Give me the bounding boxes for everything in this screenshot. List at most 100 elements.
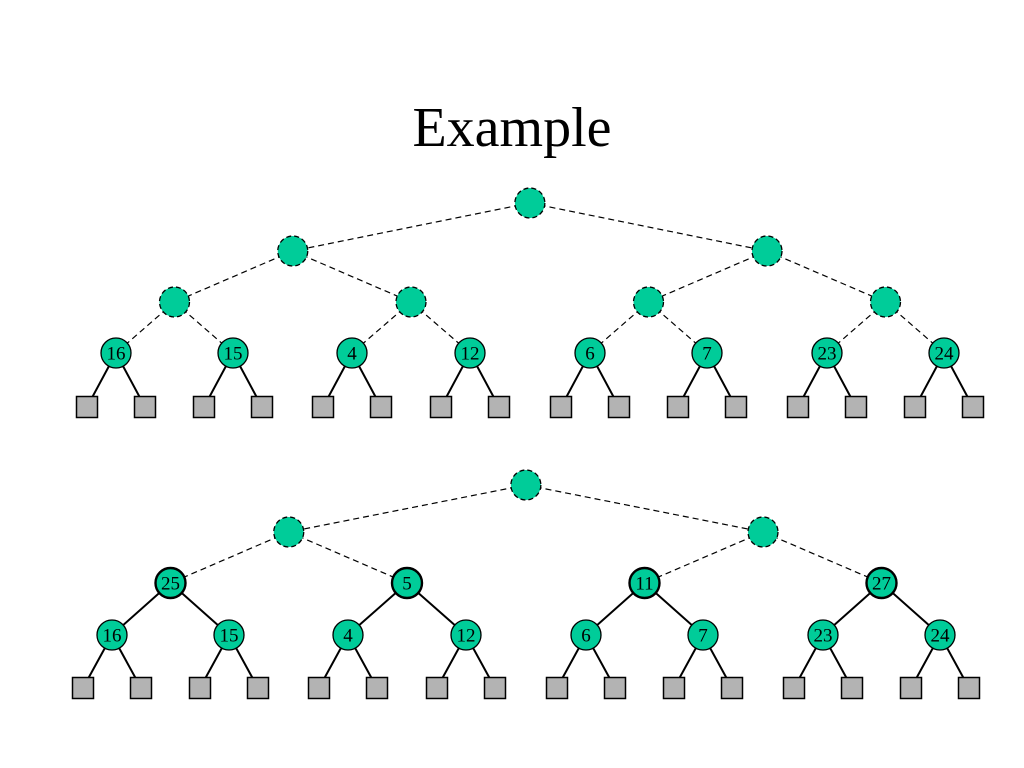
node-label: 12 bbox=[457, 626, 476, 647]
node-label: 16 bbox=[103, 626, 122, 647]
leaf-square bbox=[899, 676, 923, 700]
node-label: 11 bbox=[635, 574, 653, 595]
node-circle bbox=[751, 235, 783, 267]
tree-node: 11 bbox=[628, 566, 661, 600]
tree-node: 12 bbox=[454, 337, 486, 369]
node-circle bbox=[96, 619, 128, 651]
tree-node: 15 bbox=[217, 337, 249, 369]
leaf-square bbox=[192, 395, 216, 419]
leaf-square bbox=[487, 395, 511, 419]
tree-node: 23 bbox=[807, 619, 839, 651]
tree-node bbox=[510, 469, 542, 501]
node-circle bbox=[450, 619, 482, 651]
tree-node bbox=[395, 286, 427, 318]
node-circle bbox=[628, 566, 661, 600]
node-circle bbox=[691, 337, 723, 369]
tree-edge bbox=[644, 531, 764, 584]
node-circle bbox=[158, 286, 191, 318]
node-circle bbox=[154, 566, 187, 600]
node-circle bbox=[514, 187, 546, 219]
tree-node: 4 bbox=[336, 337, 368, 369]
node-label: 27 bbox=[872, 574, 891, 595]
node-circle bbox=[632, 286, 665, 318]
tree-node bbox=[747, 516, 779, 548]
tree-node: 24 bbox=[924, 619, 956, 651]
tree-node: 6 bbox=[574, 337, 606, 369]
leaf-square bbox=[786, 395, 810, 419]
tree-edge bbox=[170, 531, 289, 584]
node-circle bbox=[928, 337, 960, 369]
node-circle bbox=[217, 337, 249, 369]
leaf-square bbox=[75, 395, 99, 419]
node-label: 4 bbox=[343, 626, 353, 647]
tree-node bbox=[751, 235, 783, 267]
leaf-square bbox=[429, 395, 453, 419]
node-circle bbox=[574, 337, 606, 369]
leaf-square bbox=[71, 676, 95, 700]
tree-edge bbox=[525, 484, 764, 533]
leaf-square bbox=[903, 395, 927, 419]
tree-edge bbox=[766, 250, 886, 303]
node-circle bbox=[687, 619, 719, 651]
tree-edge bbox=[648, 250, 768, 303]
tree-node: 4 bbox=[332, 619, 364, 651]
page-title: Example bbox=[412, 97, 612, 159]
leaf-square bbox=[545, 676, 569, 700]
leaf-square bbox=[246, 676, 270, 700]
node-label: 4 bbox=[347, 344, 357, 365]
tree-node: 24 bbox=[928, 337, 960, 369]
node-circle bbox=[100, 337, 132, 369]
tree-node bbox=[158, 286, 191, 318]
tree-edge bbox=[288, 484, 526, 533]
tree-node bbox=[273, 516, 305, 548]
node-circle bbox=[747, 516, 779, 548]
node-circle bbox=[213, 619, 245, 651]
tree-node bbox=[869, 286, 902, 318]
node-circle bbox=[924, 619, 956, 651]
tree-node bbox=[277, 235, 309, 267]
node-circle bbox=[869, 286, 902, 318]
leaf-square bbox=[369, 395, 393, 419]
tree-bottom-edges bbox=[82, 484, 970, 689]
tree-node bbox=[632, 286, 665, 318]
node-circle bbox=[332, 619, 364, 651]
tree-edge bbox=[174, 250, 293, 303]
node-circle bbox=[395, 286, 427, 318]
node-circle bbox=[811, 337, 843, 369]
tree-node: 7 bbox=[691, 337, 723, 369]
tree-top-edges bbox=[86, 202, 974, 408]
node-circle bbox=[277, 235, 309, 267]
node-label: 16 bbox=[107, 344, 126, 365]
node-label: 6 bbox=[581, 626, 591, 647]
node-label: 23 bbox=[818, 344, 837, 365]
tree-top: 16 15 4 12 6 7 23 24 bbox=[75, 187, 985, 419]
node-label: 12 bbox=[461, 344, 480, 365]
tree-edge bbox=[762, 531, 882, 584]
node-label: 24 bbox=[935, 344, 955, 365]
leaf-square bbox=[662, 676, 686, 700]
tree-node: 7 bbox=[687, 619, 719, 651]
node-label: 7 bbox=[698, 626, 708, 647]
leaf-square bbox=[307, 676, 331, 700]
tree-node: 5 bbox=[390, 566, 424, 600]
node-label: 5 bbox=[402, 574, 412, 595]
node-circle bbox=[807, 619, 839, 651]
tree-node: 25 bbox=[154, 566, 187, 600]
leaf-square bbox=[961, 395, 985, 419]
leaf-square bbox=[666, 395, 690, 419]
leaf-square bbox=[720, 676, 744, 700]
tree-node: 16 bbox=[96, 619, 128, 651]
leaf-square bbox=[844, 395, 868, 419]
node-label: 7 bbox=[702, 344, 712, 365]
node-circle bbox=[336, 337, 368, 369]
tree-edge bbox=[292, 250, 412, 303]
leaf-square bbox=[782, 676, 806, 700]
tree-node: 27 bbox=[865, 566, 898, 600]
node-label: 15 bbox=[224, 344, 243, 365]
node-circle bbox=[390, 566, 424, 600]
leaf-square bbox=[188, 676, 212, 700]
leaf-square bbox=[129, 676, 153, 700]
